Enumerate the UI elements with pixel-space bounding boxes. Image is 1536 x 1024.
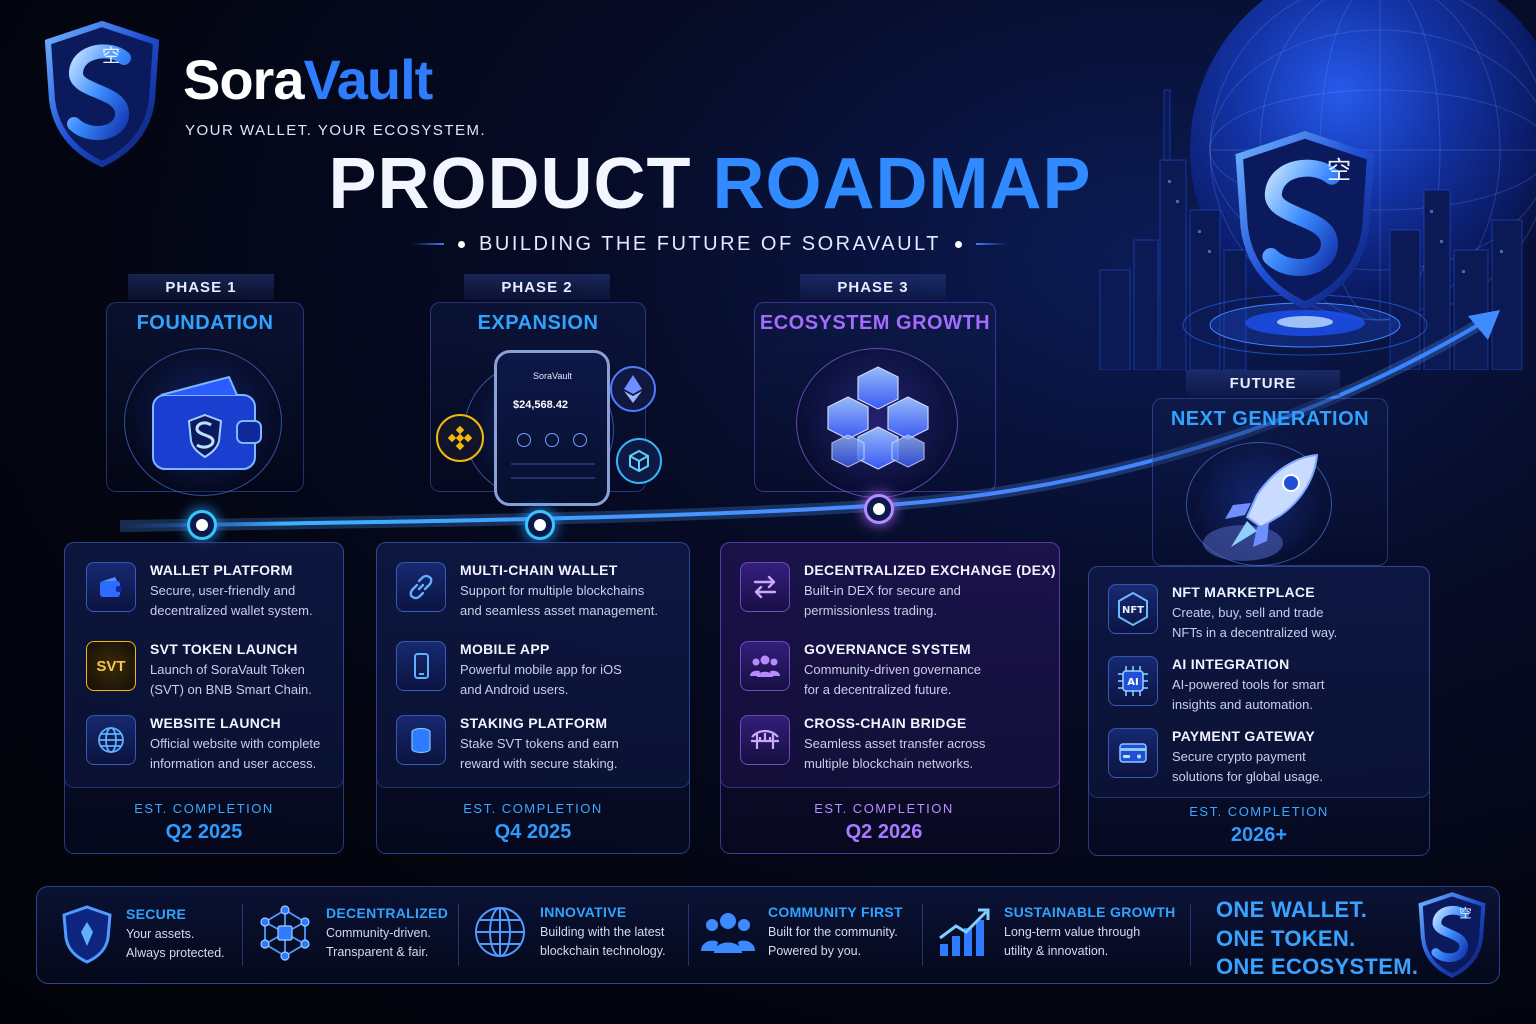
community-icon (701, 913, 755, 954)
rocket-icon (1203, 453, 1319, 561)
est-completion-date: Q2 2026 (845, 821, 923, 843)
phase-1-node (187, 510, 217, 540)
divider (458, 904, 459, 966)
divider (688, 904, 689, 966)
nft-icon: NFT (1108, 584, 1158, 634)
ai-chip-icon: AI (1108, 656, 1158, 706)
swap-arrows-icon (740, 562, 790, 612)
community-icon (740, 641, 790, 691)
brand-name: SoraVault (183, 48, 433, 111)
phase-2-tab: PHASE 2 (464, 274, 610, 300)
ethereum-coin-icon (610, 366, 656, 412)
phase-2-node (525, 510, 555, 540)
slogan: ONE WALLET. ONE TOKEN. ONE ECOSYSTEM. (1216, 897, 1419, 980)
smartphone-icon (396, 641, 446, 691)
est-completion-label: EST. COMPLETION (814, 801, 954, 816)
svt-token-icon: SVT (86, 641, 136, 691)
est-completion-date: Q2 2025 (165, 821, 243, 843)
phase-3-emblem (796, 348, 958, 498)
shield-icon (62, 905, 112, 964)
bnb-coin-icon (436, 414, 484, 462)
wallet-icon (152, 375, 262, 470)
wallet-icon (86, 562, 136, 612)
network-icon (260, 905, 310, 961)
database-icon (396, 715, 446, 765)
growth-chart-icon (939, 908, 990, 957)
city-skyline-graphic (1099, 89, 1523, 370)
svg-text:NFT: NFT (1122, 605, 1144, 616)
page-title: PRODUCT ROADMAP (328, 144, 1092, 224)
globe-icon (475, 907, 525, 958)
est-completion-date: 2026+ (1230, 824, 1288, 846)
svg-text:AI: AI (1127, 677, 1138, 688)
timeline-curve (119, 310, 1500, 532)
divider (242, 904, 243, 966)
chain-link-icon (396, 562, 446, 612)
future-tab: FUTURE (1186, 370, 1340, 396)
svg-text:空: 空 (102, 46, 120, 67)
svg-text:空: 空 (1459, 907, 1472, 922)
page-subtitle: BUILDING THE FUTURE OF SORAVAULT (412, 232, 1008, 256)
payment-card-icon (1108, 728, 1158, 778)
phase-1-title: FOUNDATION (136, 312, 274, 334)
globe-grid-icon (1209, 0, 1536, 321)
footer-logo-shield-icon: 空 (1418, 892, 1486, 978)
phase-3-title: ECOSYSTEM GROWTH (759, 312, 991, 334)
future-emblem (1186, 442, 1332, 566)
phase-1-emblem (124, 348, 282, 496)
hero-shield-icon: 空 (1235, 131, 1375, 310)
phase-3-node (864, 494, 894, 524)
cube-coin-icon (616, 438, 662, 484)
feature-item: DECENTRALIZED EXCHANGE (DEX)Built-in DEX… (740, 562, 1056, 620)
future-title: NEXT GENERATION (1170, 408, 1370, 430)
pedestal-graphic (1182, 294, 1428, 356)
globe-icon (86, 715, 136, 765)
phase-3-tab: PHASE 3 (800, 274, 946, 300)
est-completion-label: EST. COMPLETION (463, 801, 603, 816)
logo-shield-icon: 空 (44, 20, 160, 168)
est-completion-label: EST. COMPLETION (134, 801, 274, 816)
est-completion-label: EST. COMPLETION (1189, 804, 1329, 819)
phase-2-title: EXPANSION (477, 312, 599, 334)
bridge-icon (740, 715, 790, 765)
brand-tagline: YOUR WALLET. YOUR ECOSYSTEM. (185, 122, 487, 139)
divider (1190, 904, 1191, 966)
mobile-app-icon: SoraVault $24,568.42 (494, 350, 610, 506)
cubes-icon (827, 366, 929, 470)
phase-1-tab: PHASE 1 (128, 274, 274, 300)
est-completion-date: Q4 2025 (494, 821, 572, 843)
divider (922, 904, 923, 966)
svg-text:空: 空 (1327, 156, 1351, 185)
